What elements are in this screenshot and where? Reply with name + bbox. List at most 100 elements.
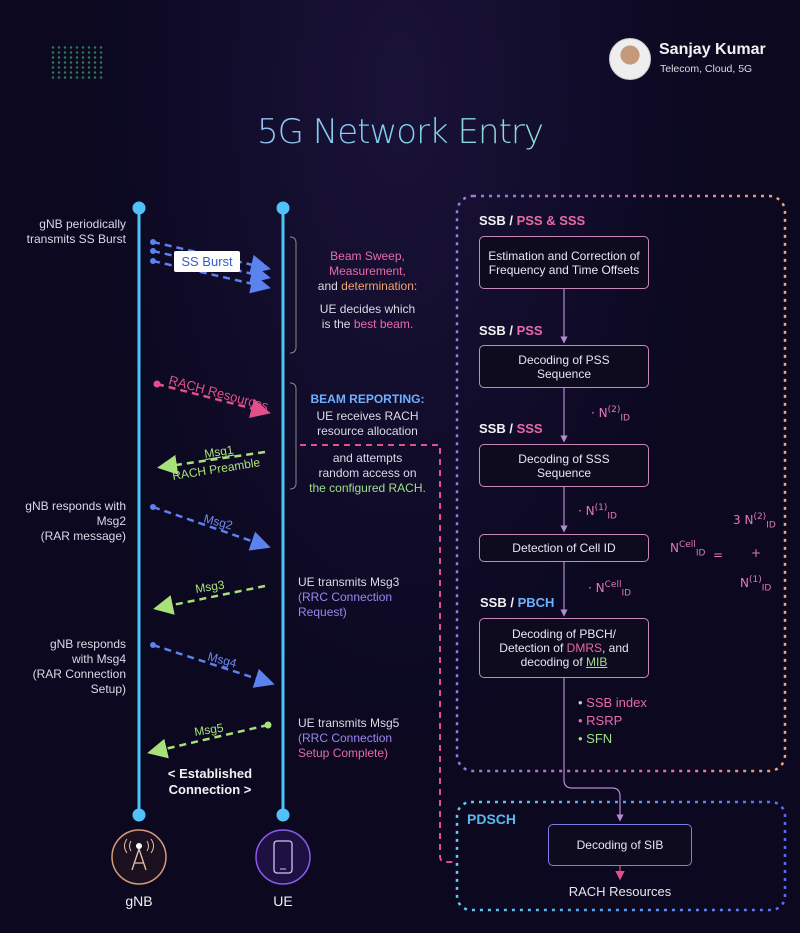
note-msg5: UE transmits Msg5 (RRC Connection Setup …: [298, 716, 399, 761]
rach-resources-arrow: [153, 380, 271, 418]
section-prefix: SSB /: [479, 213, 517, 228]
msg2-label: Msg2: [202, 511, 234, 532]
note-msg4: gNB responds with Msg4 (RAR Connection S…: [0, 637, 126, 697]
ue-timeline: [276, 201, 290, 822]
note-text: and: [317, 279, 342, 293]
box-line: Decoding of PBCH/: [511, 627, 617, 641]
section-suffix: PSS: [516, 323, 543, 338]
note-line: (RRC Connection: [298, 731, 393, 745]
note-line: Request): [298, 605, 347, 619]
bullet-text: SFN: [586, 731, 613, 746]
note-line: resource allocation: [317, 424, 418, 438]
box-estimation: Estimation and Correction of Frequency a…: [479, 236, 649, 289]
msg2-arrow: [150, 504, 271, 551]
msg5-arrow: [147, 721, 272, 759]
section-pss-sss: SSB / PSS & SSS: [479, 213, 585, 228]
note-line: and attempts: [332, 451, 403, 465]
box-text: , and: [602, 641, 629, 655]
section-pss: SSB / PSS: [479, 323, 543, 338]
note-line: UE transmits Msg5: [298, 716, 400, 730]
note-beam-sweep: Beam Sweep, Measurement, and determinati…: [300, 249, 435, 332]
msg4-arrow: [150, 642, 275, 688]
ssb-group-box: [455, 194, 787, 773]
box-cell-id: Detection of Cell ID: [479, 534, 649, 562]
note-line: (RAR Connection: [32, 667, 126, 681]
note-ss-burst: gNB periodically transmits SS Burst: [0, 217, 126, 247]
section-prefix: SSB /: [480, 595, 518, 610]
note-line: Msg2: [96, 514, 126, 528]
box-decode-sib: Decoding of SIB: [548, 824, 692, 866]
note-line: < Established: [167, 766, 253, 781]
msg1-label: Msg1: [203, 442, 234, 460]
msg1-arrow: [157, 450, 266, 475]
bullet-text: SSB index: [586, 695, 647, 710]
note-line: Setup Complete): [298, 746, 389, 760]
brace-beam: [289, 236, 297, 354]
note-line: the configured RACH.: [309, 481, 426, 495]
ann-base: N: [670, 541, 679, 555]
bullet-text: RSRP: [586, 713, 623, 728]
ss-burst-label: SS Burst: [174, 251, 240, 272]
section-pdsch: PDSCH: [467, 811, 517, 827]
msg3-label: Msg3: [194, 577, 225, 595]
section-prefix: SSB /: [479, 421, 517, 436]
annotation-nid2: · N(2)ID: [591, 405, 630, 424]
ue-phone-icon: [255, 829, 311, 885]
author-avatar: [609, 38, 651, 80]
ann-sub: ID: [761, 583, 772, 594]
ann-sup: (1): [748, 575, 762, 585]
note-line: random access on: [318, 466, 417, 480]
bullet-rsrp: • RSRP: [578, 713, 623, 728]
bullet-sfn: • SFN: [578, 731, 613, 746]
note-line: with Msg4: [71, 652, 126, 666]
note-line: (RAR message): [40, 529, 126, 543]
formula-equals: =: [713, 548, 724, 562]
box-text: Detection of: [499, 641, 567, 655]
note-msg3: UE transmits Msg3 (RRC Connection Reques…: [298, 575, 399, 620]
ann-base: 3 N: [733, 513, 754, 527]
ue-label: UE: [273, 893, 293, 909]
rach-resources-output: RACH Resources: [568, 884, 672, 899]
ann-sup: (1): [594, 503, 608, 513]
note-text: is the: [321, 317, 354, 331]
formula-plus: +: [751, 546, 762, 560]
note-line: Measurement,: [329, 264, 406, 278]
bullet-ssb-index: • SSB index: [578, 695, 647, 710]
section-suffix: PBCH: [517, 595, 555, 610]
brace-report: [289, 382, 297, 490]
ann-sub: ID: [621, 588, 632, 599]
box-decode-sss: Decoding of SSS Sequence: [479, 444, 649, 487]
box-decode-pbch: Decoding of PBCH/ Detection of DMRS, and…: [479, 618, 649, 678]
note-line: BEAM REPORTING:: [310, 392, 425, 406]
page-title: 5G Network Entry: [0, 112, 800, 152]
formula-term2: N(1)ID: [740, 575, 771, 593]
note-line: gNB periodically: [39, 217, 126, 231]
note-msg2: gNB responds with Msg2 (RAR message): [0, 499, 126, 544]
note-line: transmits SS Burst: [26, 232, 126, 246]
ann-base: N: [585, 504, 595, 518]
note-line: UE decides which: [319, 302, 416, 316]
msg3-arrow: [153, 584, 266, 615]
note-text: determination:: [341, 279, 418, 293]
established-connection: < Established Connection >: [150, 766, 270, 798]
ann-sup: Cell: [678, 540, 696, 550]
section-pbch: SSB / PBCH: [480, 595, 554, 610]
box-decode-pss: Decoding of PSS Sequence: [479, 345, 649, 388]
note-line: (RRC Connection: [298, 590, 393, 604]
note-line: gNB responds: [49, 637, 126, 651]
note-line: UE receives RACH: [316, 409, 419, 423]
annotation-ncell: · NCellID: [588, 580, 632, 599]
ann-sub: ID: [766, 520, 776, 531]
ann-sup: Cell: [604, 580, 622, 590]
pdsch-group-box: [455, 800, 787, 912]
ann-sub: ID: [695, 548, 706, 559]
note-line: Beam Sweep,: [330, 249, 405, 263]
msg5-label: Msg5: [193, 720, 224, 738]
particles-logo: [50, 45, 105, 80]
formula-term1: 3 N(2)ID: [733, 512, 776, 530]
section-sss: SSB / SSS: [479, 421, 543, 436]
note-line: Setup): [90, 682, 126, 696]
ann-base: N: [598, 406, 608, 420]
